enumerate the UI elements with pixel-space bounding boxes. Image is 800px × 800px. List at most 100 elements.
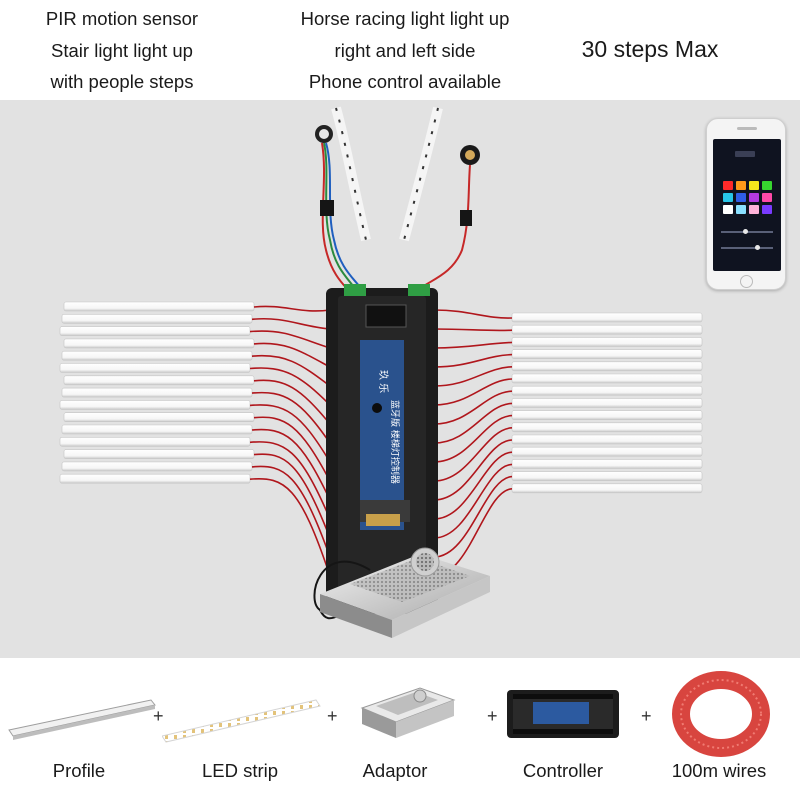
- output-wire: [433, 390, 513, 425]
- led-bar-left: [63, 301, 255, 312]
- plus-sign: +: [641, 706, 652, 726]
- output-wire: [433, 353, 513, 368]
- component-label: Controller: [522, 760, 604, 781]
- component-label: Profile: [52, 760, 106, 781]
- app-slider-knob: [755, 245, 760, 250]
- component-led-strip: LED strip: [162, 658, 328, 800]
- led-bar-right: [511, 471, 703, 481]
- feature-line: Horse racing light light up: [300, 8, 510, 29]
- led-bar-left: [59, 400, 251, 410]
- output-wire: [251, 428, 331, 501]
- app-slider-knob: [743, 229, 748, 234]
- output-wire: [433, 475, 513, 558]
- component-wires: 100m wires: [649, 658, 789, 800]
- pir-sensor-right: [417, 145, 480, 291]
- led-bar-right: [511, 446, 703, 457]
- feature-line: Stair light light up: [51, 39, 193, 61]
- output-wire: [433, 439, 513, 501]
- led-bar-left: [61, 387, 253, 398]
- output-wire: [253, 342, 331, 368]
- right-led-bars: [511, 312, 703, 494]
- led-bar-right: [511, 349, 703, 359]
- output-wire: [433, 341, 513, 349]
- controller-box: 玖 乐 蓝牙版 楼梯灯控制器: [326, 284, 438, 614]
- led-bar-right: [511, 398, 703, 408]
- led-bar-left: [63, 375, 255, 386]
- power-adaptor-icon: [360, 687, 456, 738]
- package-contents: Profile + LED strip + Adaptor +: [0, 658, 800, 800]
- color-swatch: [762, 193, 772, 202]
- output-wire: [249, 404, 331, 463]
- pir-sensor-left: [315, 125, 363, 293]
- color-swatch: [723, 181, 733, 190]
- power-supply-unit: [320, 547, 490, 638]
- feature-text-pir: PIR motion sensor Stair light light up w…: [22, 3, 222, 98]
- led-bar-left: [59, 436, 251, 447]
- color-swatch: [736, 193, 746, 202]
- output-wire: [251, 465, 331, 558]
- plus-sign: +: [487, 706, 498, 726]
- output-wire: [253, 305, 331, 312]
- led-bar-left: [59, 473, 251, 484]
- led-strip-icon: [162, 699, 321, 743]
- product-stage: 玖 乐 蓝牙版 楼梯灯控制器: [0, 100, 800, 658]
- led-bar-left: [61, 424, 253, 435]
- color-swatch: [749, 193, 759, 202]
- phone-screen: [713, 139, 781, 271]
- output-wire: [433, 463, 513, 539]
- led-bar-right: [511, 434, 703, 445]
- led-bar-right: [511, 410, 703, 420]
- controller-model-text: 蓝牙版 楼梯灯控制器: [389, 400, 401, 484]
- feature-text-max-steps: 30 steps Max: [560, 34, 740, 66]
- output-wire: [253, 416, 331, 482]
- output-wire: [433, 414, 513, 463]
- component-adaptor: Adaptor: [325, 658, 465, 800]
- led-bar-left: [59, 363, 251, 373]
- color-swatch: [762, 181, 772, 190]
- app-mode-button: [735, 151, 755, 157]
- color-swatch-grid: [723, 181, 773, 214]
- led-bar-left: [63, 338, 255, 349]
- output-wire: [433, 378, 513, 406]
- output-wire: [433, 309, 513, 319]
- feature-line: right and left side: [334, 39, 476, 61]
- header: PIR motion sensor Stair light light up w…: [0, 0, 800, 100]
- aluminum-profile-icon: [8, 699, 156, 740]
- plus-sign: +: [327, 706, 338, 726]
- output-wire: [433, 366, 513, 387]
- feature-text-horse-racing: Horse racing light light up right and le…: [280, 3, 530, 98]
- led-bar-right: [511, 422, 703, 433]
- output-wires: [249, 305, 513, 577]
- led-bar-right: [511, 337, 703, 347]
- output-wire: [251, 391, 331, 444]
- led-bar-left: [61, 461, 253, 472]
- component-profile: Profile: [8, 658, 156, 800]
- feature-line: PIR motion sensor: [45, 8, 199, 29]
- output-wire: [433, 402, 513, 444]
- feature-line: 30 steps Max: [581, 36, 719, 62]
- led-bar-left: [63, 412, 255, 423]
- output-wire: [249, 367, 331, 406]
- component-label: LED strip: [201, 760, 279, 781]
- output-wire: [253, 453, 331, 539]
- phone-home-button: [740, 275, 753, 288]
- output-wire: [433, 427, 513, 482]
- component-label: 100m wires: [671, 760, 767, 781]
- output-wire: [251, 317, 331, 330]
- component-label: Adaptor: [362, 760, 428, 781]
- led-bar-right: [511, 312, 703, 323]
- output-wire: [249, 477, 331, 577]
- led-bar-right: [511, 483, 703, 494]
- color-swatch: [762, 205, 772, 214]
- led-bar-right: [511, 385, 703, 396]
- output-wire: [249, 330, 331, 349]
- color-swatch: [723, 193, 733, 202]
- controller-icon: [507, 690, 619, 738]
- left-led-bars: [59, 301, 255, 484]
- led-bar-right: [511, 361, 703, 372]
- led-bar-left: [61, 314, 253, 324]
- color-swatch: [736, 205, 746, 214]
- led-bar-right: [511, 324, 703, 335]
- led-bar-left: [61, 350, 253, 361]
- color-swatch: [723, 205, 733, 214]
